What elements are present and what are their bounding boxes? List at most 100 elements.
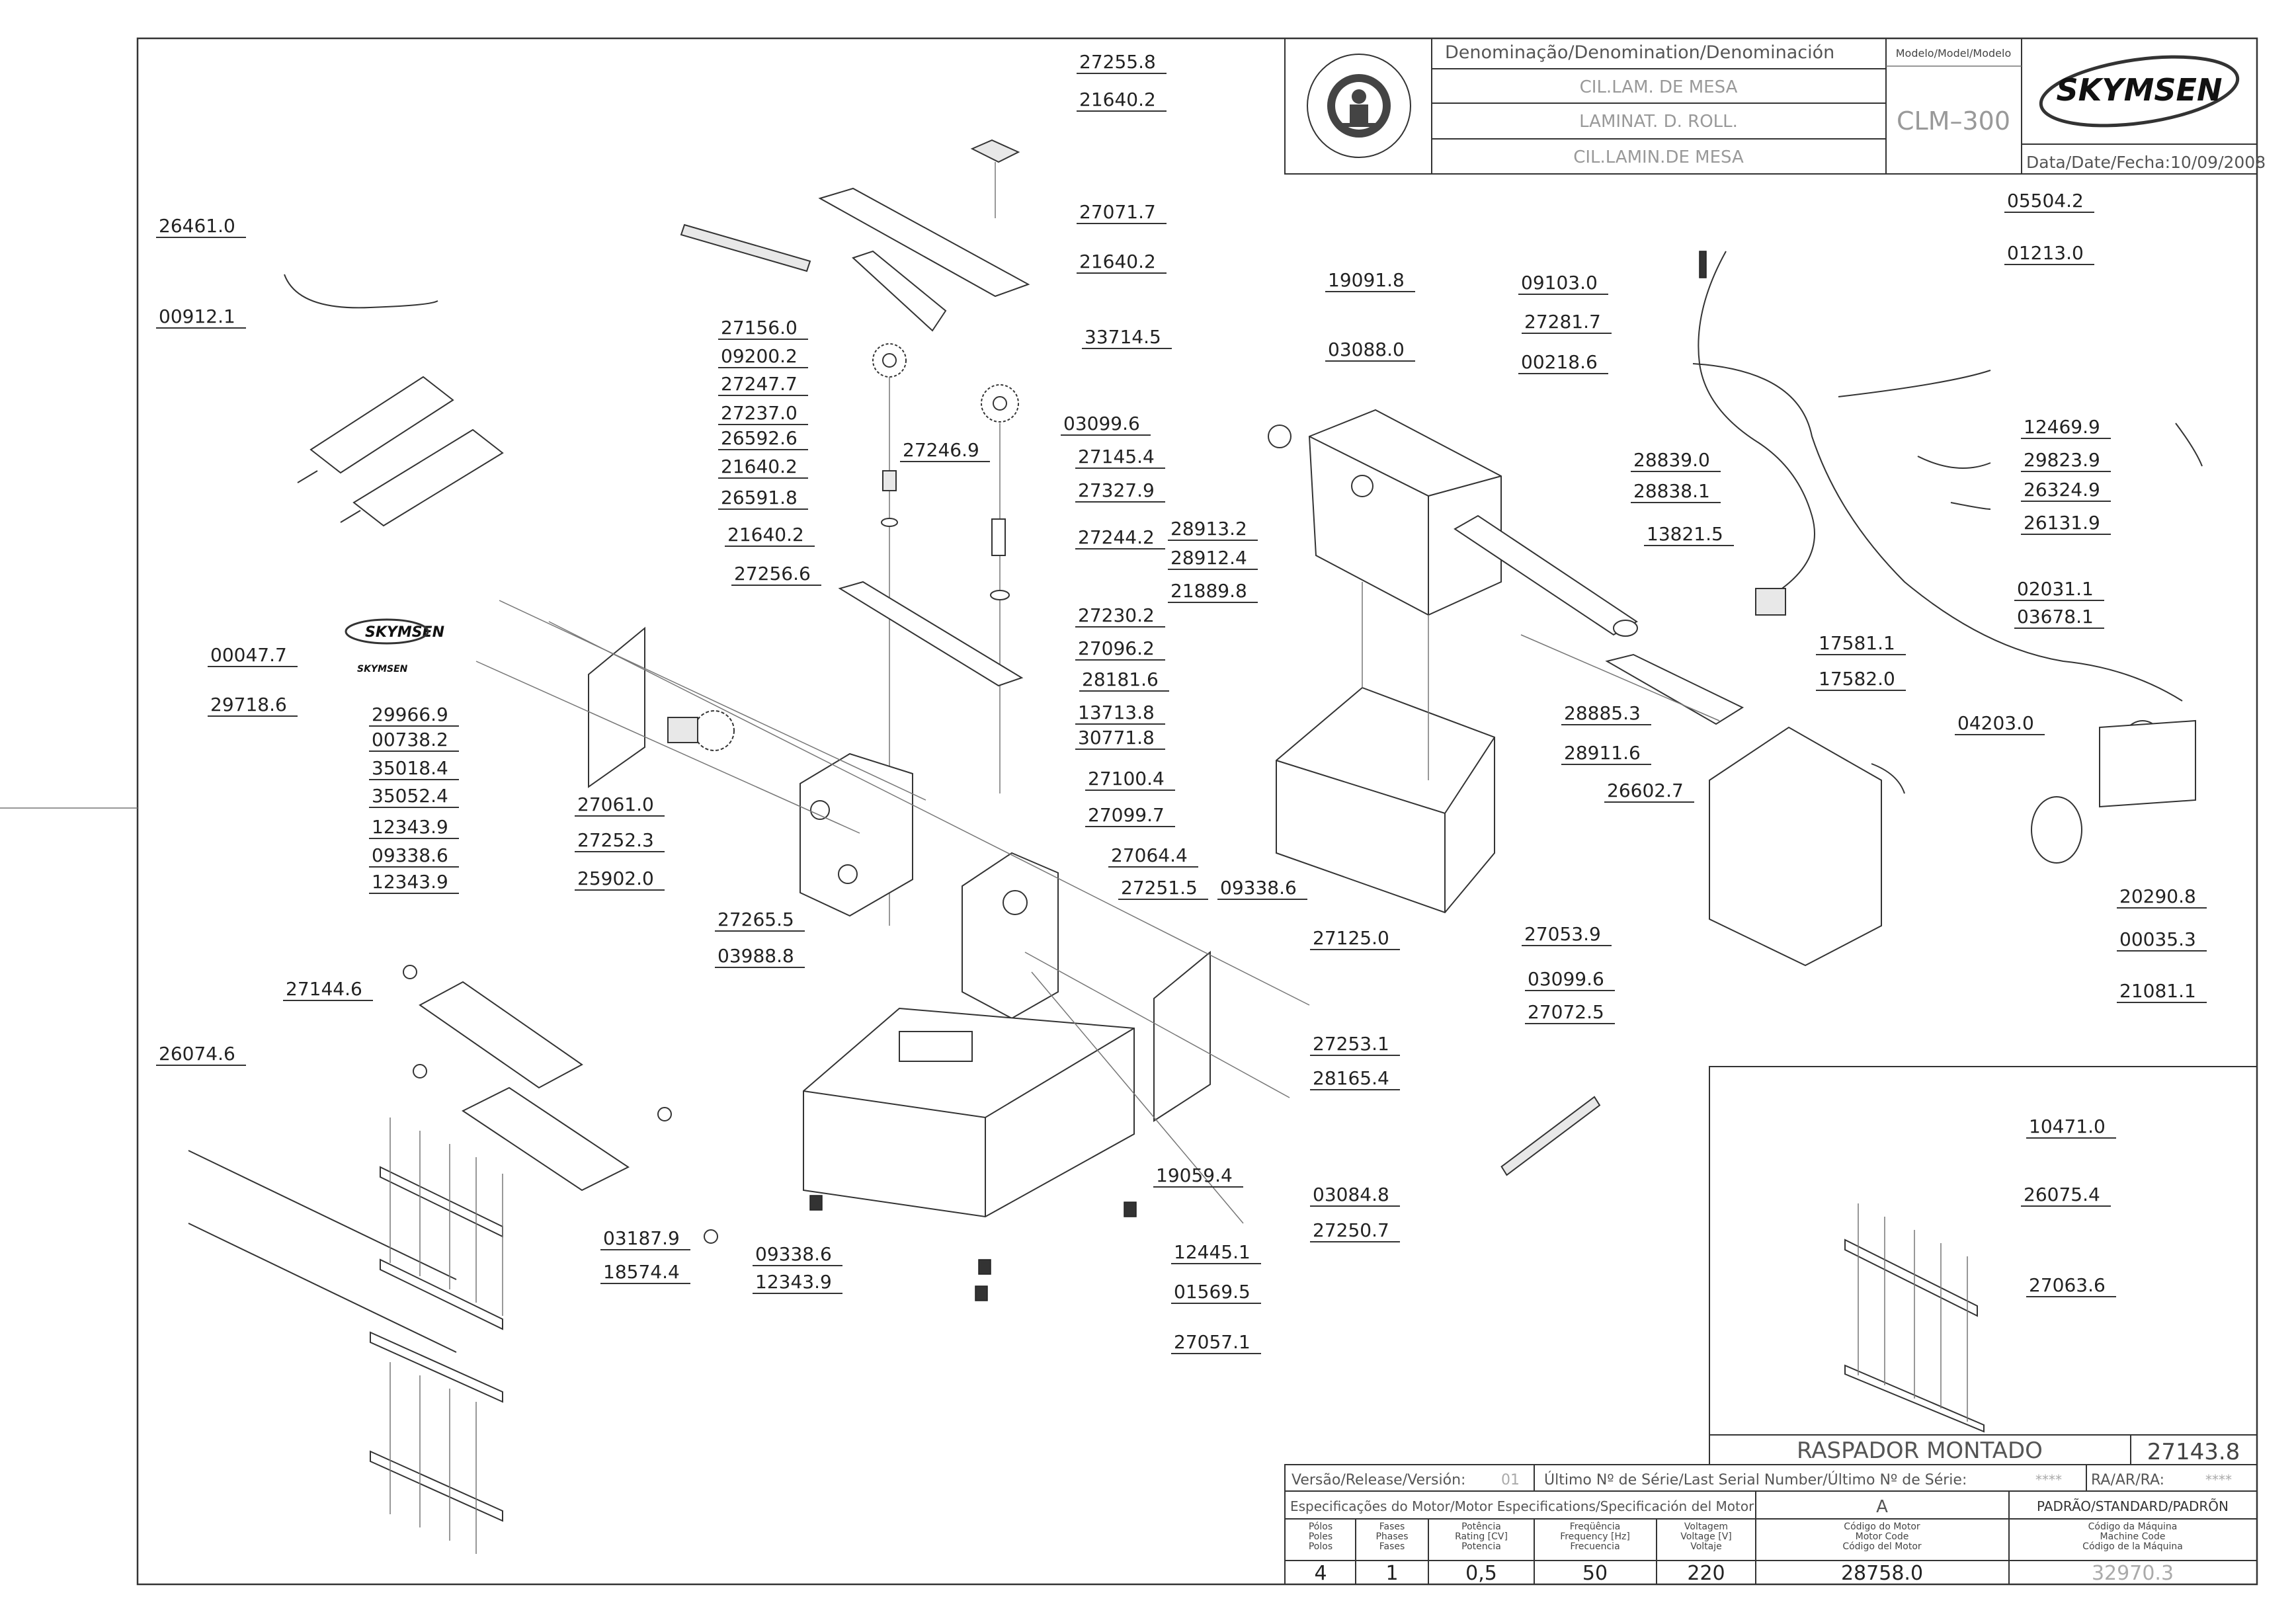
spec-value: 50: [1582, 1562, 1608, 1585]
part-number-text: 28912.4: [1170, 547, 1247, 569]
spec-value: 1: [1385, 1562, 1398, 1585]
spec-value: 220: [1687, 1562, 1725, 1585]
part-label: 27327.9: [1075, 479, 1165, 503]
part-number-text: 29823.9: [2024, 449, 2100, 471]
part-label: 17582.0: [1816, 668, 1906, 691]
part-label: 12343.9: [369, 871, 459, 894]
part-number-text: 27100.4: [1088, 768, 1165, 790]
inset-code: 27143.8: [2147, 1439, 2240, 1465]
part-number-text: 27244.2: [1078, 526, 1155, 548]
part-label: 03187.9: [600, 1227, 690, 1250]
roller-bottom-1: [419, 981, 583, 1089]
part-number-text: 19091.8: [1328, 269, 1405, 291]
denomination-pt: CIL.LAM. DE MESA: [1580, 77, 1738, 97]
part-number-text: 03099.6: [1063, 413, 1140, 434]
part-number-text: 27099.7: [1088, 804, 1165, 826]
part-number-text: 27327.9: [1078, 479, 1155, 501]
part-number-text: 33714.5: [1085, 326, 1161, 348]
spec-header: Phases: [1375, 1531, 1408, 1542]
spec-block: Versão/Release/Versión: 01 Último Nº de …: [1284, 1464, 2258, 1585]
part-label: 27281.7: [1522, 311, 1612, 334]
part-label: 33714.5: [1082, 326, 1172, 349]
part-label: 27096.2: [1075, 637, 1165, 661]
denomination-es: CIL.LAMIN.DE MESA: [1573, 147, 1744, 167]
part-label: 27246.9: [900, 439, 990, 462]
part-label: 21640.2: [718, 456, 808, 479]
denomination-header: Denominação/Denomination/Denominación: [1445, 42, 1834, 63]
part-number-text: 01569.5: [1174, 1281, 1250, 1303]
part-label: 09338.6: [753, 1243, 842, 1266]
part-number-text: 27255.8: [1079, 51, 1156, 73]
part-number-text: 04203.0: [1957, 712, 2034, 734]
part-label: 26324.9: [2021, 479, 2111, 502]
part-number-text: 28911.6: [1564, 742, 1641, 764]
part-label: 27071.7: [1077, 201, 1167, 224]
top-cover-part: [818, 187, 1030, 298]
part-number-text: 35052.4: [372, 785, 448, 807]
part-number-text: 03099.6: [1528, 968, 1604, 990]
spec-value: 4: [1314, 1562, 1327, 1585]
version-value: 01: [1501, 1472, 1520, 1488]
part-label: 27099.7: [1085, 804, 1175, 827]
part-label: 25902.0: [575, 868, 665, 891]
spec-header: Frecuencia: [1570, 1541, 1620, 1552]
part-number-text: 27252.3: [577, 829, 654, 851]
date-field: Data/Date/Fecha:10/09/2008: [2026, 153, 2266, 172]
inset-part-label: 27063.6: [2026, 1274, 2116, 1297]
part-label: 27251.5: [1118, 877, 1208, 900]
part-number-text: 35018.4: [372, 757, 448, 779]
left-housing: [800, 752, 913, 917]
part-label: 09338.6: [369, 844, 459, 868]
part-number-text: 27256.6: [734, 563, 811, 585]
part-label: 01213.0: [2004, 242, 2094, 265]
part-label: 28839.0: [1631, 449, 1721, 472]
part-number-text: 27230.2: [1078, 604, 1155, 626]
scraper-strip-right: [1500, 1096, 1601, 1176]
part-label: 19059.4: [1153, 1164, 1243, 1188]
part-number-text: 27247.7: [721, 373, 798, 395]
inset-title: RASPADOR MONTADO: [1797, 1438, 2043, 1464]
part-number-text: 03678.1: [2017, 606, 2094, 628]
part-label: 27244.2: [1075, 526, 1165, 549]
motor-variant: A: [1876, 1497, 1888, 1517]
harness-part: [1698, 251, 1815, 596]
part-number-text: 27246.9: [903, 439, 979, 461]
part-label: 27144.6: [283, 978, 373, 1001]
part-label: 28885.3: [1561, 702, 1651, 725]
spec-header: Pólos: [1309, 1522, 1332, 1532]
part-number-text: 13713.8: [1078, 702, 1155, 723]
part-number-text: 00218.6: [1521, 351, 1598, 373]
part-number-text: 27156.0: [721, 317, 798, 339]
part-label: 03099.6: [1061, 413, 1151, 436]
inset-scraper-drawing: [1844, 1203, 1985, 1433]
guard-part: [1308, 409, 1502, 616]
part-label: 17581.1: [1816, 632, 1906, 655]
gear-part: [694, 710, 735, 751]
part-number-text: 12343.9: [372, 816, 448, 838]
right-housing: [962, 852, 1059, 1020]
part-label: 27253.1: [1310, 1033, 1400, 1056]
part-label: 12343.9: [753, 1271, 842, 1294]
spec-header: Código del Motor: [1842, 1541, 1922, 1552]
part-label: 00035.3: [2117, 928, 2207, 952]
part-label: 13821.5: [1644, 523, 1734, 546]
part-number-text: 18574.4: [603, 1261, 680, 1283]
part-number-text: 28885.3: [1564, 702, 1641, 724]
part-number-text: 03187.9: [603, 1227, 680, 1249]
part-label: 21640.2: [725, 524, 815, 547]
part-number-text: 26131.9: [2024, 512, 2100, 534]
spec-header: Código do Motor: [1844, 1522, 1920, 1532]
part-number-text: 26592.6: [721, 427, 798, 449]
part-label: 26461.0: [156, 215, 246, 238]
spec-value: 0,5: [1465, 1562, 1497, 1585]
sticker-large-logo: SKYMSEN: [365, 624, 444, 641]
inset-title-row: RASPADOR MONTADO 27143.8: [1709, 1434, 2258, 1465]
part-label: 12469.9: [2021, 416, 2111, 439]
part-number-text: 26324.9: [2024, 479, 2100, 501]
part-number-text: 10471.0: [2029, 1116, 2106, 1137]
spec-header: Motor Code: [1856, 1531, 1909, 1542]
part-number-text: 19059.4: [1156, 1164, 1233, 1186]
roller-top-2: [352, 428, 504, 527]
part-number-text: 27250.7: [1313, 1219, 1389, 1241]
spec-header: Poles: [1309, 1531, 1332, 1542]
